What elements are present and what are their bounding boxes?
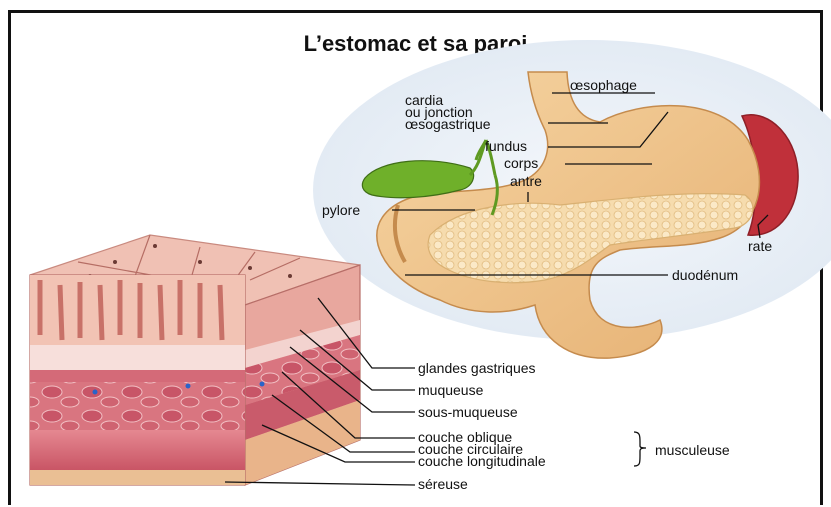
label-sereuse: séreuse (418, 476, 468, 492)
label-antre: antre (510, 173, 542, 189)
label-pylore: pylore (322, 202, 360, 218)
label-couche-longitudinale: couche longitudinale (418, 453, 546, 469)
label-rate: rate (748, 238, 772, 254)
oblique-layer (30, 370, 245, 382)
longitudinal-layer (30, 430, 245, 470)
label-fundus: fundus (485, 138, 527, 154)
label-glandes-gastriques: glandes gastriques (418, 360, 536, 376)
label-sous-muqueuse: sous-muqueuse (418, 404, 518, 420)
serosa-layer (30, 470, 245, 485)
label-oesophage: œsophage (570, 77, 637, 93)
label-corps: corps (504, 155, 538, 171)
label-muqueuse: muqueuse (418, 382, 484, 398)
circular-layer (30, 382, 245, 430)
label-cardia-line3: œsogastrique (405, 116, 491, 132)
submucosa-layer (30, 345, 245, 370)
label-musculeuse: musculeuse (655, 442, 730, 458)
label-duodenum: duodénum (672, 267, 738, 283)
wall-label-group: glandes gastriques muqueuse sous-muqueus… (418, 360, 730, 492)
wall-section-illustration (30, 235, 360, 485)
